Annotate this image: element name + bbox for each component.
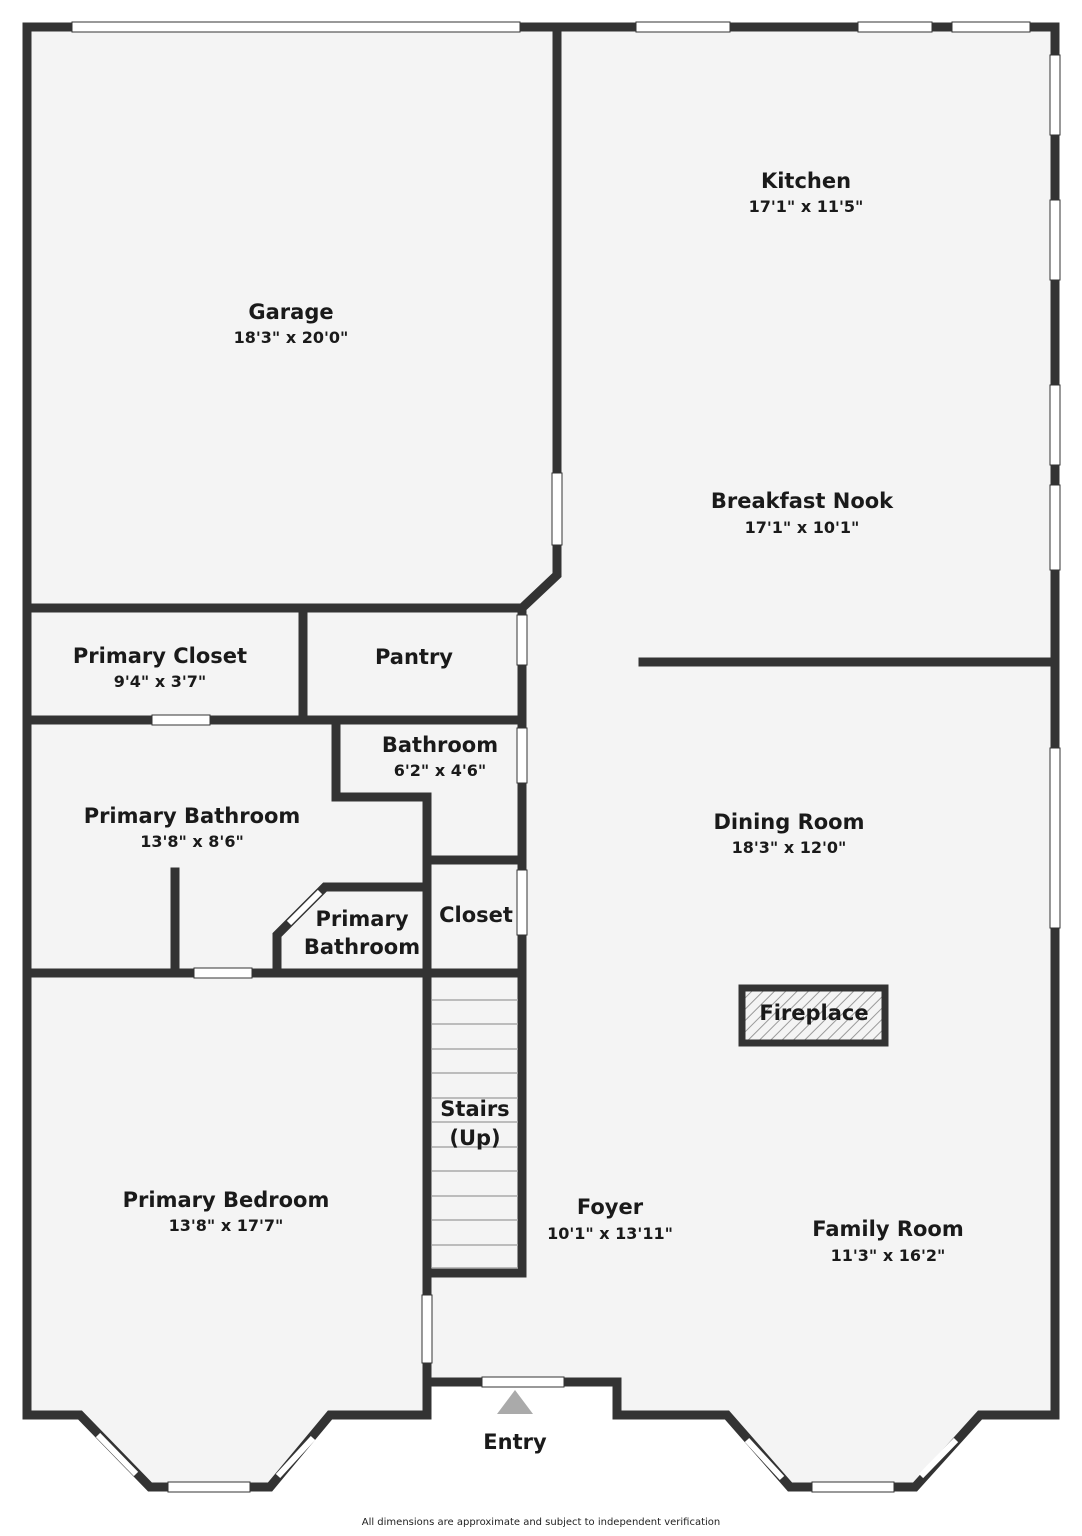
- disclaimer-text: All dimensions are approximate and subje…: [361, 1517, 721, 1528]
- floor-fills: [27, 27, 1055, 1487]
- breakfast-nook-label: Breakfast Nook: [711, 489, 894, 513]
- walls: [22, 22, 1060, 1492]
- primary-bathroom-label: Primary Bathroom: [84, 804, 301, 828]
- family-room-dims: 11'3" x 16'2": [831, 1246, 946, 1265]
- dining-room-label: Dining Room: [714, 810, 865, 834]
- angled-windows: [95, 889, 959, 1481]
- primary-bathroom-small-label-line1: Primary: [315, 907, 408, 931]
- fireplace-box: [738, 984, 889, 1047]
- primary-bedroom-label: Primary Bedroom: [123, 1188, 330, 1212]
- fireplace-label: Fireplace: [759, 1001, 868, 1025]
- foyer-label: Foyer: [577, 1195, 644, 1219]
- family-room-label: Family Room: [812, 1217, 963, 1241]
- primary-bathroom-dims: 13'8" x 8'6": [140, 832, 244, 851]
- closet-label: Closet: [439, 903, 513, 927]
- stairs-label-line1: Stairs: [440, 1097, 509, 1121]
- pantry-label: Pantry: [375, 645, 453, 669]
- dining-room-dims: 18'3" x 12'0": [732, 838, 847, 857]
- entry-arrow-icon: [497, 1390, 533, 1414]
- bathroom-label: Bathroom: [382, 733, 498, 757]
- primary-bathroom-small-label-line2: Bathroom: [304, 935, 420, 959]
- breakfast-nook-dims: 17'1" x 10'1": [745, 518, 860, 537]
- stairs-label-line2: (Up): [449, 1126, 500, 1150]
- primary-closet-label: Primary Closet: [73, 644, 247, 668]
- garage-dims: 18'3" x 20'0": [234, 328, 349, 347]
- entry-label: Entry: [483, 1430, 547, 1454]
- openings: [71, 21, 1061, 1493]
- primary-bedroom-dims: 13'8" x 17'7": [169, 1216, 284, 1235]
- bathroom-dims: 6'2" x 4'6": [394, 761, 486, 780]
- kitchen-dims: 17'1" x 11'5": [749, 197, 864, 216]
- primary-closet-dims: 9'4" x 3'7": [114, 672, 206, 691]
- garage-label: Garage: [248, 300, 333, 324]
- kitchen-label: Kitchen: [761, 169, 851, 193]
- foyer-dims: 10'1" x 13'11": [547, 1224, 673, 1243]
- stairs-treads: [432, 999, 518, 1269]
